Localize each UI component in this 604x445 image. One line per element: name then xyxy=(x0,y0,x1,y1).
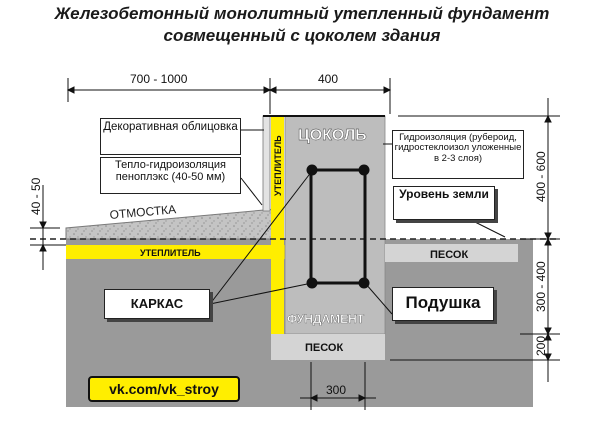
title-line-2: совмещенный с цоколем здания xyxy=(163,26,441,45)
dim-right-bottom: 200 xyxy=(534,336,548,356)
sand-right-text: ПЕСОК xyxy=(430,249,468,261)
dim-top-left: 700 - 1000 xyxy=(130,72,188,86)
label-cushion: Подушка xyxy=(392,287,494,321)
foundation-text: ФУНДАМЕНТ xyxy=(287,312,365,326)
sand-right xyxy=(385,244,518,262)
blind-area-text: ОТМОСТКА xyxy=(109,202,177,222)
label-ground-level: Уровень земли xyxy=(393,186,495,220)
decorative-facing xyxy=(262,115,271,212)
source-link[interactable]: vk.com/vk_stroy xyxy=(88,376,240,402)
title-line-1: Железобетонный монолитный утепленный фун… xyxy=(54,4,550,23)
rebar-cage xyxy=(309,168,367,285)
label-decorative-facing: Декоративная облицовка xyxy=(100,118,241,155)
label-waterproofing: Гидроизоляция (рубероид, гидростеклоизол… xyxy=(392,130,524,179)
plinth-text: ЦОКОЛЬ xyxy=(298,127,367,144)
vertical-insulation xyxy=(271,116,284,334)
rebar-bar xyxy=(358,164,370,176)
insulation-vertical-text: УТЕПЛИТЕЛЬ xyxy=(273,135,283,196)
dim-left: 40 - 50 xyxy=(29,177,43,215)
insulation-horizontal-text: УТЕПЛИТЕЛЬ xyxy=(140,248,201,258)
label-frame: КАРКАС xyxy=(104,289,210,319)
dim-bottom: 300 xyxy=(326,383,346,397)
rebar-bar xyxy=(306,164,318,176)
concrete-foundation xyxy=(284,115,386,335)
sand-bottom-text: ПЕСОК xyxy=(305,342,343,354)
dim-right-top: 400 - 600 xyxy=(534,151,548,202)
horizontal-insulation xyxy=(66,245,285,259)
dim-top-right: 400 xyxy=(318,72,338,86)
dim-right-mid: 300 - 400 xyxy=(534,261,548,312)
sand-bottom xyxy=(271,334,385,360)
label-thermal-insulation: Тепло-гидроизоляция пеноплэкс (40-50 мм) xyxy=(100,157,241,194)
